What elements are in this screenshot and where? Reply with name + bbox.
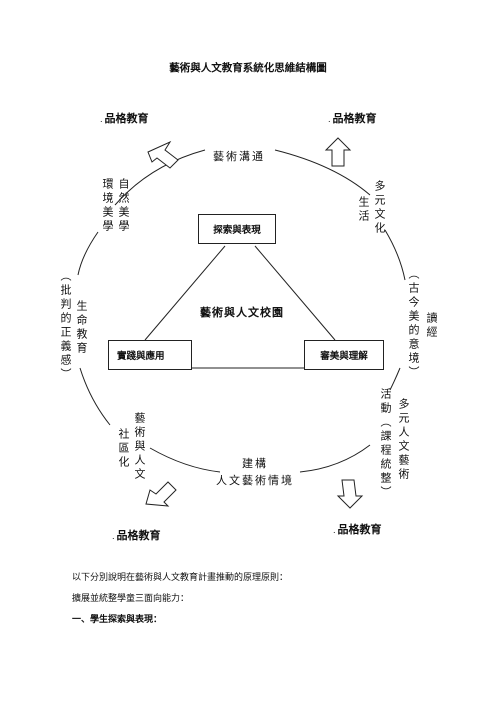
ring-text-bottom-right-col2: 多元人文藝術 [397,398,410,482]
ring-arc-right-upper [384,229,406,281]
ring-text-top-right-col2: 多元文化 [373,180,386,236]
arrow-bottom-right [336,479,364,509]
ring-text-right-col2: 讀經 [425,312,438,340]
ring-text-bottom-left-col2: 藝術與人文 [133,412,146,482]
ring-arc-bottom-right [299,444,371,473]
box-practice-and-apply: 實踐與應用 [108,340,192,370]
diagram-title: 藝術與人文教育系統化思維結構圖 [169,62,327,74]
ring-text-bottom-right-col1: 活動（課程統整） [379,388,392,500]
corner-label-bottom-right: .品格教育 [333,523,382,536]
corner-label-top-right: .品格教育 [328,112,377,125]
ring-arc-right-lower [389,367,401,391]
box-aesthetic-and-understand: 審美與理解 [304,340,384,370]
ring-text-top-right-col1: 生活 [357,196,370,224]
arrow-top-right [324,137,352,167]
ring-text-right-col1: （古今美的意境） [407,268,420,380]
corner-label-bottom-left: .品格教育 [112,529,161,542]
ring-text-top-left-col1: 環境美學 [101,178,114,234]
arrow-bottom-left [145,481,177,507]
body-line-1: 以下分別說明在藝術與人文教育計畫推動的原理原則： [72,573,289,583]
section-heading: 一、學生探索與表現： [72,615,163,625]
corner-label-top-left: .品格教育 [100,112,149,125]
ring-text-top: 藝術溝通 [213,150,265,163]
center-label: 藝術與人文校園 [200,306,284,319]
ring-text-left-col2: 生命教育 [75,300,88,356]
ring-text-left-col1: （批判的正義感） [59,270,72,382]
ring-arc-left-lower [79,367,111,426]
arrow-top-left [147,140,179,169]
ring-text-bottom-left-col1: 社區化 [117,428,130,470]
triangle-edge-left [144,245,226,341]
ring-arc-left-upper [77,231,99,276]
box-explore-and-express: 探索與表現 [198,214,276,244]
ring-arc-top-right [274,149,371,196]
ring-arc-top-left [114,149,206,206]
ring-text-bottom-line2: 人文藝術情境 [216,474,294,487]
ring-text-top-left-col2: 自然美學 [117,178,130,234]
ring-arc-bottom-left [149,447,221,473]
body-line-2: 擴展並統整學童三面向能力： [72,594,190,604]
triangle-edge-right [254,245,336,341]
ring-text-bottom-line1: 建構 [242,457,268,470]
